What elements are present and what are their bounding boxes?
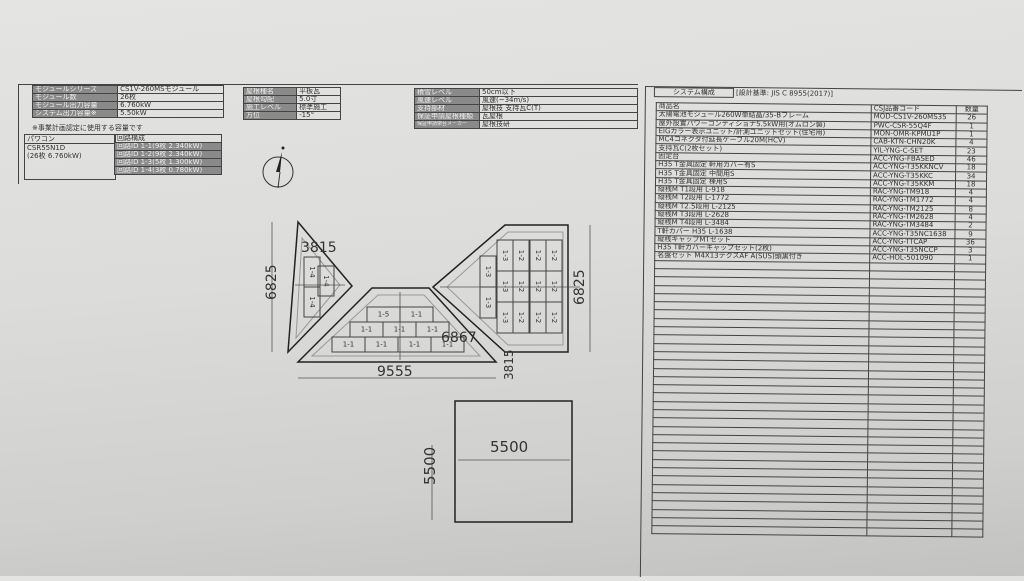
- panel-label: 1-2: [517, 312, 525, 323]
- pcs-model: CSR55N1D: [27, 144, 66, 152]
- panel-label: 1-2: [550, 312, 558, 323]
- panel-label: 1-2: [550, 250, 558, 261]
- paper-frame-top: [18, 84, 638, 85]
- solar-panel: [303, 286, 321, 318]
- solar-panel: [545, 301, 563, 334]
- panel-label: 1-1: [343, 341, 354, 349]
- compass-icon: [262, 146, 294, 189]
- right-width-label: 6867: [441, 330, 477, 346]
- right-height-label: 6825: [572, 269, 588, 305]
- panel-label: 1-3: [501, 281, 509, 292]
- center-height-label: 3815: [502, 349, 516, 380]
- solar-panel: [317, 265, 335, 297]
- panel-label: 1-4: [322, 275, 330, 287]
- left-height-label: 6825: [264, 264, 280, 300]
- panel-label: 1-2: [534, 250, 542, 261]
- panel-label: 1-1: [409, 341, 420, 349]
- center-roof-face: [296, 287, 498, 363]
- panel-label: 1-3: [501, 312, 509, 323]
- panel-label: 1-2: [534, 312, 542, 323]
- center-width-label: 9555: [377, 364, 413, 380]
- solar-panel: [430, 336, 465, 353]
- label: システム出力容量※: [31, 109, 119, 118]
- panel-label: 1-1: [411, 311, 422, 319]
- value: -15°: [296, 111, 341, 120]
- square-roof-face: [454, 400, 573, 523]
- panel-label: 1-2: [517, 250, 525, 261]
- panel-label: 1-1: [427, 326, 438, 334]
- panel-label: 1-2: [517, 281, 525, 292]
- panel-label: 1-3: [484, 297, 492, 308]
- panel-label: 1-3: [501, 250, 509, 261]
- panel-label: 1-4: [308, 266, 316, 278]
- label: 方位: [242, 111, 298, 120]
- panel-label: 1-2: [550, 281, 558, 292]
- panel-label: 1-1: [442, 341, 453, 349]
- right-roof-face: [431, 224, 569, 353]
- square-width-label: 5500: [490, 438, 528, 456]
- panel-label: 1-1: [361, 326, 372, 334]
- panel-label: 1-3: [484, 266, 492, 277]
- paper-frame-left: [18, 84, 19, 184]
- square-height-label: 5500: [421, 447, 439, 485]
- panel-label: 1-1: [394, 326, 405, 334]
- panel-label: 1-5: [378, 311, 389, 319]
- value: 5.50kW: [117, 109, 224, 118]
- circuit: 回路ID 1-4(3枚 0.780kW): [114, 166, 222, 175]
- left-width-label: 3815: [301, 240, 337, 256]
- solar-panel: [512, 301, 530, 334]
- circuit-table: 回路構成 回路ID 1-1(9枚 2.340kW) 回路ID 1-2(9枚 2.…: [114, 134, 222, 175]
- pcs-header: パワコン: [25, 135, 115, 144]
- pcs-model-detail: (26枚 6.760kW): [27, 152, 82, 160]
- capacity-note: ※事業計画認定に使用する容量です: [32, 124, 143, 132]
- panel-label: 1-2: [534, 281, 542, 292]
- left-roof-face: [287, 220, 354, 355]
- panel-label: 1-1: [376, 341, 387, 349]
- panel-label: 1-4: [308, 296, 316, 308]
- solar-panel: [479, 286, 497, 319]
- value: 屋根技研: [479, 120, 638, 129]
